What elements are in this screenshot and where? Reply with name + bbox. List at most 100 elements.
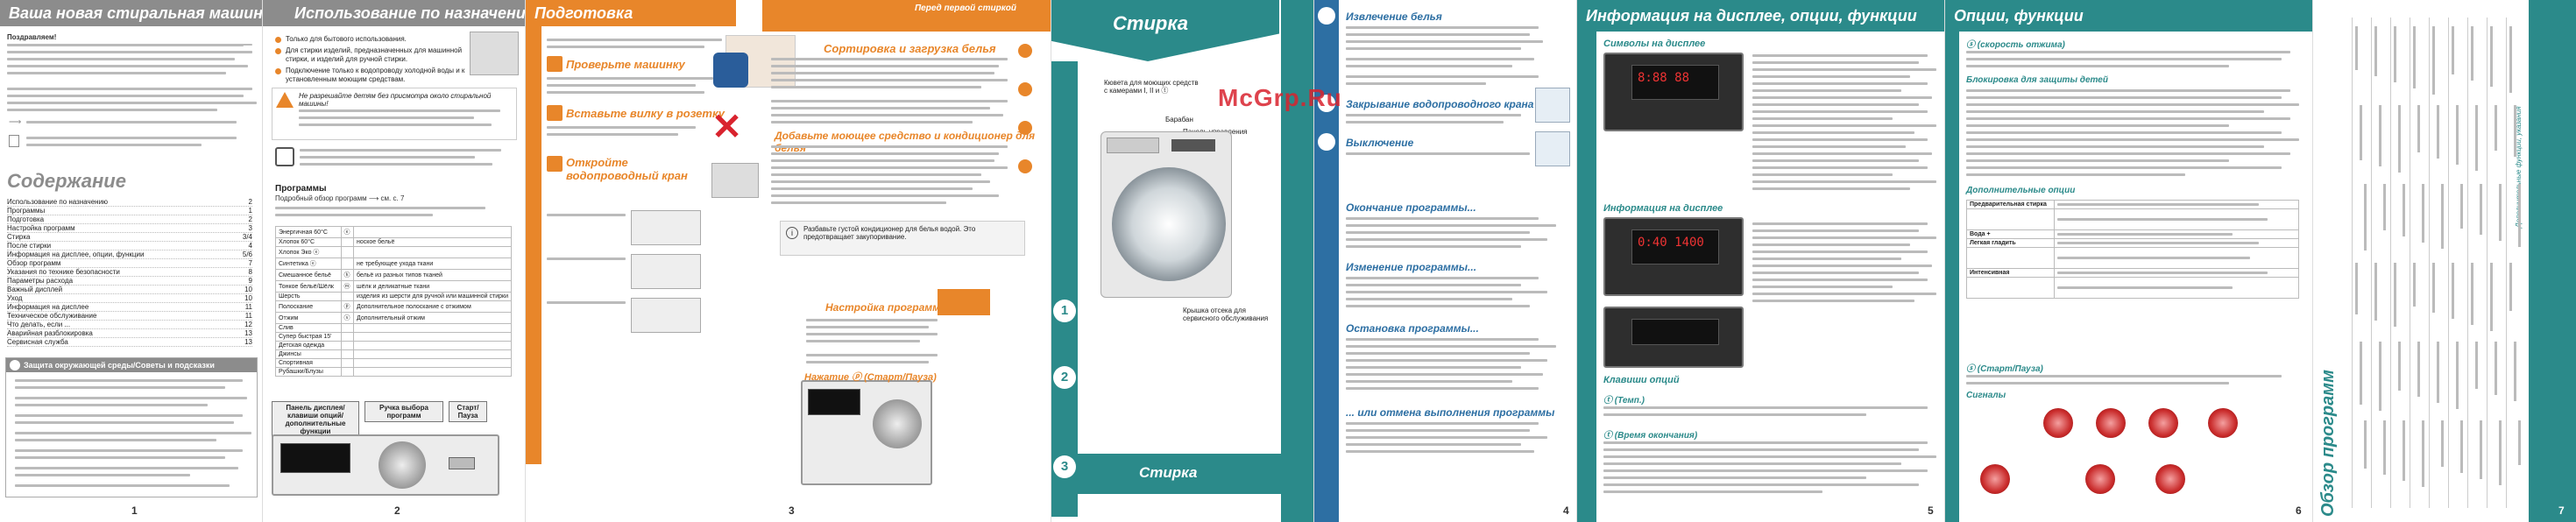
program-line <box>2514 105 2516 157</box>
display-image-1: 8:88 88 <box>1603 53 1744 131</box>
rotated-title-band <box>2313 0 2345 522</box>
drawer-image <box>711 163 759 198</box>
program-line <box>2475 105 2478 171</box>
page-4: Стирка 1 2 3 Кювета для моющих средств с… <box>1051 0 1314 522</box>
page-number: 3 <box>1227 504 1233 517</box>
toc-page: 2 <box>248 198 252 206</box>
leaf-icon <box>10 360 20 370</box>
table-cell: Спортивная <box>275 358 342 368</box>
table-cell: Тонкое бельё/Шёлк <box>275 280 342 293</box>
display-image-2: 0:40 1400 <box>1603 217 1744 296</box>
right-teal-band <box>2529 0 2576 522</box>
table-cell <box>340 323 355 333</box>
program-column <box>2410 18 2427 508</box>
washing-machine-image <box>1100 131 1232 298</box>
teal-sidebar <box>1577 32 1596 522</box>
page-5: Извлечение белья Закрывание водопроводно… <box>1314 0 1577 522</box>
symbols-title: Символы на дисплее <box>1603 39 1706 49</box>
table-cell <box>340 237 355 247</box>
page-number: 1 <box>131 504 138 517</box>
toc-page: 7 <box>248 259 252 267</box>
program-column <box>2429 18 2446 508</box>
table-cell: Джинсы <box>275 349 342 359</box>
child-icon <box>275 147 294 166</box>
program-line <box>2509 26 2512 93</box>
signal-button-6 <box>2085 464 2115 494</box>
table-cell <box>353 226 512 238</box>
program-line <box>2490 263 2493 331</box>
teal-sidebar <box>1945 32 1959 522</box>
buttons-title: Клавиши опций <box>1603 375 1680 385</box>
program-column <box>2352 18 2369 508</box>
table-cell <box>353 341 512 350</box>
toc-row: Информация на дисплее, опции, функции 5/6 <box>7 250 252 259</box>
program-line <box>2509 263 2512 311</box>
toc-page: 5/6 <box>242 250 252 258</box>
table-cell: Энергичная 60°C <box>275 226 342 238</box>
change-title: Изменение программы... <box>1346 261 1477 273</box>
blue-column <box>1314 0 1339 522</box>
table-cell <box>353 367 512 377</box>
program-line <box>2495 105 2497 151</box>
check-icon <box>547 56 563 72</box>
page-title: Подготовка <box>526 0 736 26</box>
program-line <box>2383 184 2386 230</box>
plug-title: Вставьте вилку в розетку <box>566 107 725 120</box>
programs-title: Программы <box>275 184 327 194</box>
toc-label: Программы <box>7 207 46 215</box>
program-line <box>2413 26 2416 88</box>
table-cell <box>340 257 355 270</box>
toc-label: Параметры расхода <box>7 277 74 285</box>
panel-label-2: Ручка выбора программ <box>364 401 443 422</box>
toc-row: Что делать, если ...12 <box>7 321 252 329</box>
end-title: Окончание программы... <box>1346 201 1476 214</box>
toc-page: 13 <box>244 338 252 346</box>
toc-page: 1 <box>248 207 252 215</box>
watermark-logo: McGrp.Ru <box>1218 84 1342 111</box>
toc-row: Программы 1 <box>7 207 252 215</box>
table-cell: ⓜ <box>340 280 355 293</box>
program-line <box>2360 105 2362 160</box>
bullet-dot <box>275 37 281 43</box>
press-title: Нажатие ⓟ (Старт/Пауза) <box>804 372 937 383</box>
page-8: Обзор программ Дополнительные функции, у… <box>2313 0 2576 522</box>
table-cell: Дополнительное полоскание с отжимом <box>353 300 512 313</box>
plug-icon <box>547 105 563 121</box>
program-line <box>2422 184 2424 243</box>
program-line <box>2495 342 2497 395</box>
signal-button-5 <box>1980 464 2010 494</box>
close-tap-title: Закрывание водопроводного крана <box>1346 98 1534 110</box>
program-line <box>2456 105 2459 165</box>
toc-label: Информация на дисплее <box>7 303 89 311</box>
table-row: Спортивная <box>275 358 512 368</box>
toc-label: Информация на дисплее, опции, функции <box>7 250 145 258</box>
env-header <box>6 358 257 372</box>
program-line <box>2374 26 2377 76</box>
program-line <box>2460 420 2463 473</box>
page-title: Обзор программ <box>2318 370 2338 517</box>
program-line <box>2437 105 2439 159</box>
step-number-2: 2 <box>1053 366 1076 389</box>
info-icon: i <box>786 227 798 239</box>
note-box: i Разбавьте густой кондиционер для белья… <box>780 221 1025 256</box>
page-number: 2 <box>394 504 400 517</box>
page-title: Информация на дисплее, опции, функции <box>1577 0 1944 32</box>
program-line <box>2432 26 2435 95</box>
table-cell: не требующее ухода ткани <box>353 257 512 270</box>
program-line <box>2499 184 2502 241</box>
table-cell: Дополнительный отжим <box>353 312 512 324</box>
program-line <box>2456 342 2459 409</box>
program-line <box>2398 105 2401 173</box>
page-number: 3 <box>789 504 795 517</box>
toc-page: 8 <box>248 268 252 276</box>
teal-bottom-arrow <box>1078 454 1313 494</box>
